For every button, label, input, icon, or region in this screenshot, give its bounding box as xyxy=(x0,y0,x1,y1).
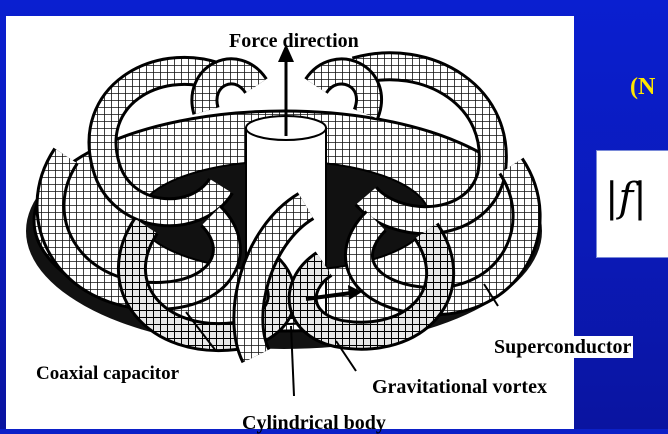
formula-abs-bar-right: | xyxy=(633,175,646,221)
label-cylindrical-body: Cylindrical body xyxy=(242,413,386,433)
formula-text: |f| xyxy=(605,175,647,221)
label-gravitational-vortex: Gravitational vortex xyxy=(372,377,547,397)
formula-box: |f| xyxy=(596,150,668,258)
formula-variable: f xyxy=(618,175,633,221)
diagram-panel: Force direction Superconductor Coaxial c… xyxy=(6,16,574,429)
formula-abs-bar: | xyxy=(605,175,618,221)
slide-heading-fragment: (N xyxy=(630,74,655,101)
label-superconductor: Superconductor xyxy=(492,336,633,358)
label-coaxial-capacitor: Coaxial capacitor xyxy=(36,364,179,383)
label-force-direction: Force direction xyxy=(229,31,359,51)
